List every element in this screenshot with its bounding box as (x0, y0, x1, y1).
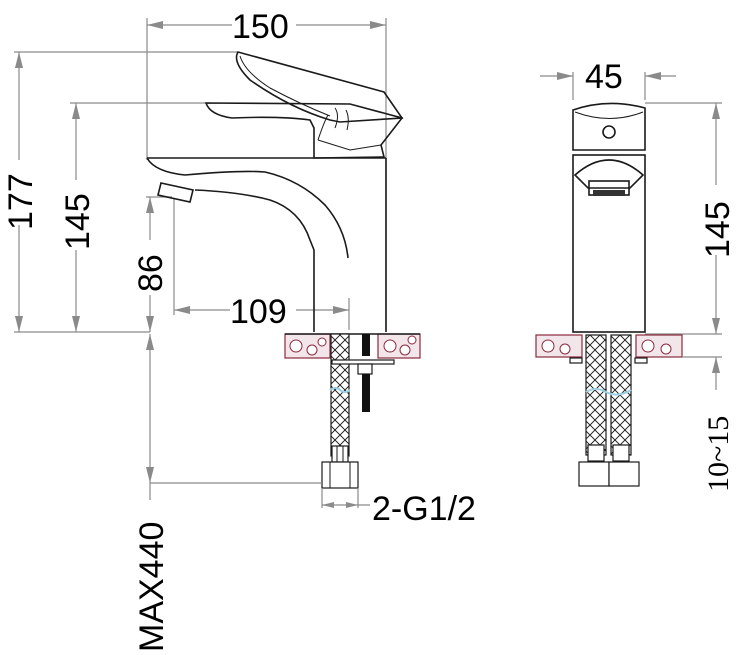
dimension-109-label: 109 (230, 293, 287, 331)
dimension-86-label: 86 (132, 254, 170, 292)
front-view: 45 145 (535, 58, 737, 492)
countertop-front (535, 334, 683, 358)
dimension-45-label: 45 (585, 58, 623, 96)
side-view: 150 177 145 86 (2, 8, 476, 652)
dimension-45: 45 (540, 58, 676, 100)
dimension-109: 109 (173, 198, 350, 331)
dimension-10-15-label: 10~15 (702, 416, 735, 492)
dimension-10-15: 10~15 (682, 356, 735, 492)
dimension-177: 177 (2, 51, 238, 333)
dimension-145-side: 145 (59, 102, 210, 332)
faucet-front-outline (572, 102, 646, 333)
dimension-150-label: 150 (232, 8, 289, 46)
supply-hoses-front (569, 334, 648, 487)
dimension-145-front: 145 (645, 102, 737, 335)
countertop-side (284, 333, 421, 359)
faucet-side-outline (146, 51, 404, 332)
dimension-thread-label: 2-G1/2 (372, 490, 476, 528)
dimension-max440: MAX440 (133, 334, 322, 652)
dimension-max440-label: MAX440 (133, 522, 171, 652)
dimension-150: 150 (146, 8, 387, 330)
dimension-145-front-label: 145 (699, 201, 737, 258)
dimension-thread: 2-G1/2 (321, 488, 476, 528)
dimension-86: 86 (132, 196, 172, 332)
supply-hose-side (321, 333, 395, 489)
dimension-177-label: 177 (2, 173, 40, 230)
dimension-145-side-label: 145 (59, 193, 97, 250)
